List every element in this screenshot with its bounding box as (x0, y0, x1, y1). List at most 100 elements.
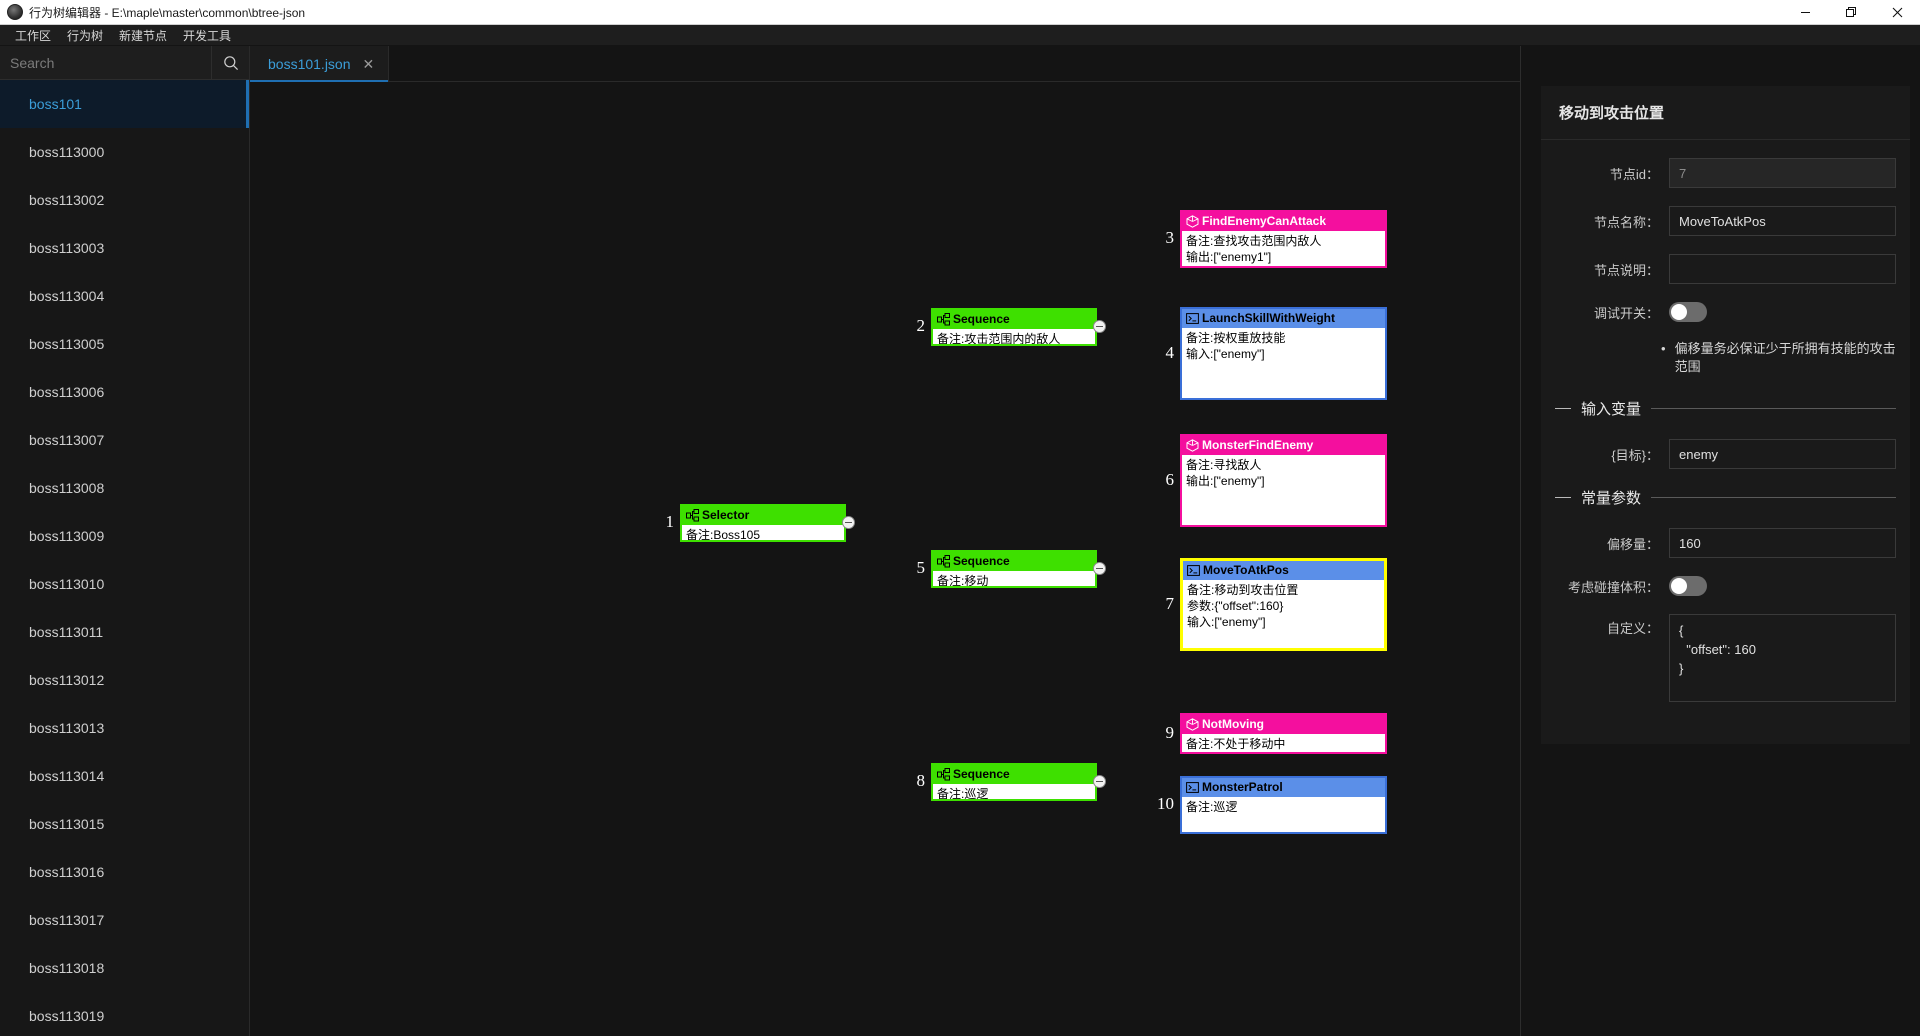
node-title: Sequence (953, 554, 1010, 568)
close-button[interactable] (1874, 0, 1920, 25)
collision-toggle[interactable] (1669, 576, 1707, 596)
close-icon[interactable]: ✕ (362, 55, 375, 72)
condition-node-icon (1186, 718, 1199, 731)
search-icon[interactable] (211, 46, 249, 79)
file-item-boss113010[interactable]: boss113010 (0, 560, 249, 608)
file-item-label: boss113019 (29, 1008, 105, 1024)
file-item-boss113017[interactable]: boss113017 (0, 896, 249, 944)
node-body: 备注:查找攻击范围内敌人输出:["enemy1"] (1182, 231, 1385, 266)
file-item-boss113000[interactable]: boss113000 (0, 128, 249, 176)
node-desc-label: 节点说明： (1593, 262, 1659, 278)
offset-input[interactable] (1669, 528, 1896, 558)
node-name-input[interactable] (1669, 206, 1896, 236)
node-header: Sequence (933, 552, 1095, 571)
node-index-5: 5 (916, 558, 926, 577)
file-item-boss113004[interactable]: boss113004 (0, 272, 249, 320)
file-item-boss113015[interactable]: boss113015 (0, 800, 249, 848)
file-item-boss113013[interactable]: boss113013 (0, 704, 249, 752)
node-detail-line: 备注:Boss105 (686, 528, 761, 542)
tab-boss101-json[interactable]: boss101.json ✕ (250, 46, 390, 82)
node-output-port[interactable] (1093, 775, 1106, 788)
tree-node-Sequence[interactable]: Sequence 备注:移动 (931, 550, 1097, 588)
file-item-boss113014[interactable]: boss113014 (0, 752, 249, 800)
file-item-label: boss113005 (29, 336, 105, 352)
collapse-dash-icon[interactable] (1555, 497, 1571, 498)
node-output-port[interactable] (842, 516, 855, 529)
file-item-boss113011[interactable]: boss113011 (0, 608, 249, 656)
node-index-4: 4 (1165, 342, 1175, 362)
node-header: MonsterPatrol (1182, 778, 1385, 797)
node-header: NotMoving (1182, 715, 1385, 734)
node-output-port[interactable] (1093, 562, 1106, 575)
debug-switch-toggle[interactable] (1669, 302, 1707, 322)
section-rule (1651, 497, 1896, 498)
file-item-label: boss113004 (29, 288, 105, 304)
node-header: LaunchSkillWithWeight (1182, 309, 1385, 328)
node-header: MonsterFindEnemy (1182, 436, 1385, 455)
node-index-2: 2 (916, 316, 926, 335)
window-title: 行为树编辑器 - E:\maple\master\common\btree-js… (29, 5, 306, 20)
file-item-boss113003[interactable]: boss113003 (0, 224, 249, 272)
properties-title: 移动到攻击位置 (1541, 86, 1910, 140)
file-item-label: boss113008 (29, 480, 105, 496)
node-body: 备注:按权重放技能输入:["enemy"] (1182, 328, 1385, 365)
file-item-boss113009[interactable]: boss113009 (0, 512, 249, 560)
action-node-icon (1186, 781, 1199, 794)
collision-label: 考虑碰撞体积： (1567, 579, 1659, 595)
node-index-8: 8 (916, 771, 926, 790)
node-detail-line: 参数:{"offset":160} (1187, 599, 1284, 613)
menu-item-workspace[interactable]: 工作区 (15, 28, 52, 43)
node-detail-line: 备注:移动 (937, 574, 989, 588)
file-item-boss113007[interactable]: boss113007 (0, 416, 249, 464)
file-item-boss113008[interactable]: boss113008 (0, 464, 249, 512)
custom-textarea[interactable]: { "offset": 160 } (1669, 614, 1896, 702)
file-item-boss113006[interactable]: boss113006 (0, 368, 249, 416)
collapse-dash-icon[interactable] (1555, 408, 1571, 409)
menu-item-new-node[interactable]: 新建节点 (119, 28, 168, 43)
node-id-label: 节点id： (1609, 166, 1659, 182)
field-input-target: {目标}： (1541, 439, 1896, 469)
search-input[interactable] (0, 46, 211, 79)
file-item-label: boss113012 (29, 672, 105, 688)
file-item-boss113002[interactable]: boss113002 (0, 176, 249, 224)
node-id-input[interactable] (1669, 158, 1896, 188)
node-detail-line: 输出:["enemy"] (1186, 474, 1265, 488)
file-item-boss113016[interactable]: boss113016 (0, 848, 249, 896)
properties-panel: 移动到攻击位置 节点id： 节点名称： 节点说明： 调试开关： (1520, 46, 1920, 1036)
node-body: 备注:巡逻 (1182, 797, 1385, 818)
node-body: 备注:移动到攻击位置参数:{"offset":160}输入:["enemy"] (1183, 580, 1384, 633)
debug-switch-label: 调试开关： (1593, 305, 1659, 321)
file-item-label: boss113018 (29, 960, 105, 976)
file-item-boss113005[interactable]: boss113005 (0, 320, 249, 368)
file-item-boss113018[interactable]: boss113018 (0, 944, 249, 992)
file-item-boss101[interactable]: boss101 (0, 80, 249, 128)
node-detail-line: 备注:移动到攻击位置 (1187, 583, 1299, 597)
menu-item-behavior-tree[interactable]: 行为树 (67, 28, 104, 43)
node-detail-line: 输出:["enemy1"] (1186, 250, 1272, 264)
maximize-button[interactable] (1828, 0, 1874, 25)
menu-item-dev-tools[interactable]: 开发工具 (183, 28, 232, 43)
file-item-label: boss113000 (29, 144, 105, 160)
input-target-input[interactable] (1669, 439, 1896, 469)
node-output-port[interactable] (1093, 320, 1106, 333)
file-item-boss113019[interactable]: boss113019 (0, 992, 249, 1036)
file-item-boss113012[interactable]: boss113012 (0, 656, 249, 704)
minimize-button[interactable] (1782, 0, 1828, 25)
search-bar (0, 46, 249, 80)
node-desc-input[interactable] (1669, 254, 1896, 284)
section-input-variables: 输入变量 (1555, 398, 1896, 419)
composite-node-icon (937, 313, 950, 326)
offset-label: 偏移量： (1606, 536, 1659, 552)
